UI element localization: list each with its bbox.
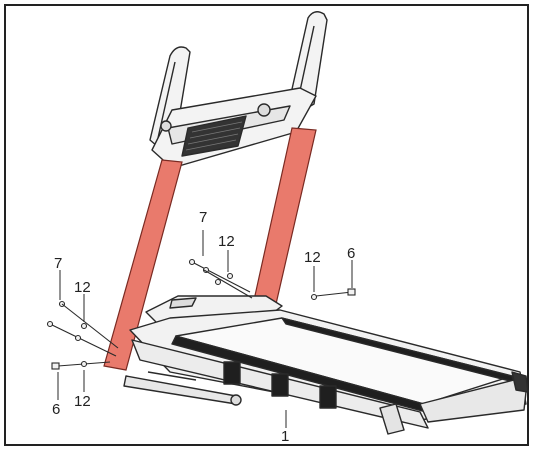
console-button-icon: [257, 103, 271, 117]
callout-spacer-right-lower: 12: [304, 249, 321, 266]
assembly-guide-line: [203, 269, 253, 299]
right-handlebar: [289, 11, 328, 113]
assembly-guide-line: [191, 261, 251, 293]
rear-foot: [379, 403, 405, 435]
spacer-ring: [202, 266, 210, 274]
spacer-ring: [226, 272, 234, 280]
transport-wheel: [230, 394, 242, 406]
left-handlebar: [149, 46, 191, 153]
spacer-ring: [80, 322, 88, 330]
left-upright: [103, 159, 183, 371]
frame-bracket: [271, 373, 289, 397]
assembly-guide-line: [61, 303, 119, 349]
upright-posts: [103, 127, 317, 371]
spacer-ring: [310, 293, 318, 301]
console-assembly: [149, 11, 328, 169]
bolt-shaft: [315, 291, 353, 297]
assembly-guide-line: [49, 323, 117, 357]
right-upright: [253, 127, 317, 305]
frame-bracket: [223, 361, 241, 385]
leader-lines: [57, 230, 353, 428]
spacer-ring: [214, 278, 222, 286]
callout-bolt-left: 6: [52, 401, 60, 418]
treadmill-base: [123, 295, 529, 435]
console-button-icon: [160, 120, 172, 132]
bolt-head: [51, 362, 60, 370]
callout-spacer-left-upper: 12: [74, 279, 91, 296]
frame-bracket: [319, 385, 337, 409]
washer-ring: [188, 258, 196, 266]
spacer-ring: [80, 360, 88, 368]
callout-washer-left: 7: [54, 255, 62, 272]
callout-bolt-right: 6: [347, 245, 355, 262]
spacer-ring: [74, 334, 82, 342]
hardware: [46, 258, 356, 370]
callout-main-frame: 1: [281, 428, 289, 445]
callout-washer-right: 7: [199, 209, 207, 226]
bolt-head: [347, 288, 356, 296]
diagram-border: [4, 4, 529, 446]
callout-spacer-left-lower: 12: [74, 393, 91, 410]
washer-ring: [46, 320, 54, 328]
callout-spacer-right-upper: 12: [218, 233, 235, 250]
console-display: [181, 115, 247, 157]
rear-end-cap: [419, 379, 527, 423]
